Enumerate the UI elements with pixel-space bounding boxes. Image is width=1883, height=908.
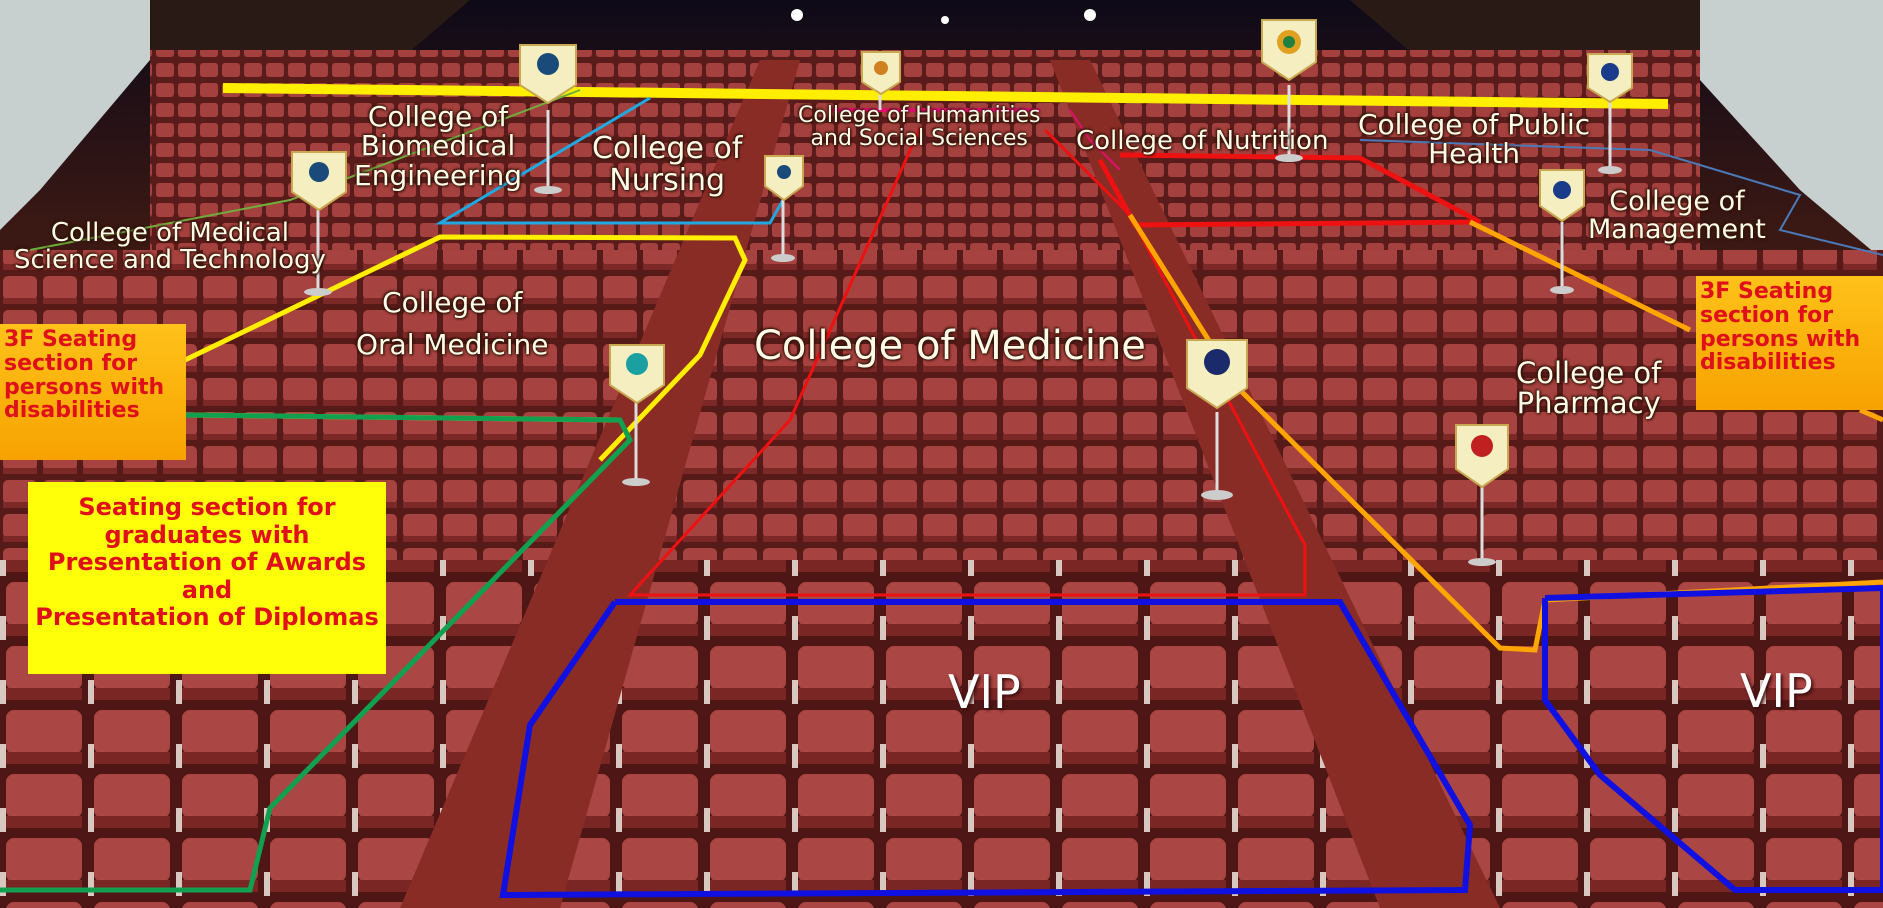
box-line: 3F Seating	[1700, 279, 1834, 304]
oral-medicine-outline	[183, 234, 748, 462]
label-line: College of Medical	[50, 218, 290, 248]
pharmacy-outline-top	[1468, 219, 1692, 333]
flag-medical-science	[291, 151, 347, 296]
flag-nutrition	[1261, 19, 1317, 162]
flag-oral-medicine	[609, 344, 665, 486]
label-management: College of Management	[1588, 186, 1766, 246]
flag-management	[1539, 169, 1585, 294]
right-wall	[1700, 0, 1883, 260]
medical-science-outline	[29, 89, 581, 251]
flag-nursing	[764, 155, 804, 262]
label-line: and Social Sciences	[810, 126, 1028, 152]
box-line: persons with	[4, 374, 165, 400]
graduates-seating-box: Seating section for graduates with Prese…	[28, 482, 386, 674]
label-line: College of Humanities	[798, 103, 1041, 128]
disability-seating-right: 3F Seating section for persons with disa…	[1696, 276, 1883, 410]
ceiling-light	[941, 16, 949, 24]
yellow-top-line	[222, 83, 1669, 109]
box-line: graduates with	[104, 520, 310, 549]
label-line: Management	[1588, 214, 1766, 246]
pharmacy-outline-left	[1127, 213, 1548, 653]
box-line: Presentation of Diplomas	[35, 603, 379, 632]
flag-medicine	[1186, 339, 1248, 500]
label-line: Nursing	[609, 162, 726, 198]
box-line: 3F Seating	[4, 327, 138, 352]
vip-right-outline	[1542, 584, 1883, 893]
label-oral-medicine: College of Oral Medicine	[356, 282, 548, 366]
label-biomedical-engineering: College of Biomedical Engineering	[354, 100, 522, 192]
label-line: College of Public	[1358, 108, 1591, 141]
label-line: College of Nutrition	[1076, 126, 1329, 156]
label-line: College of	[367, 100, 509, 133]
label-public-health: College of Public Health	[1358, 110, 1590, 169]
label-line: College of Medicine	[754, 323, 1146, 369]
label-nursing: College of Nursing	[592, 133, 742, 196]
vip-right-label: VIP	[1740, 664, 1813, 718]
vip-center-label: VIP	[948, 665, 1021, 719]
label-line: College of	[1516, 356, 1662, 390]
pharmacy-outline-right	[1859, 407, 1883, 423]
nutrition-outline-a	[1069, 109, 1121, 171]
box-line: section for	[1700, 302, 1834, 328]
left-wall	[0, 0, 150, 230]
vip-center-outline	[499, 599, 1474, 899]
label-line: Oral Medicine	[356, 328, 549, 361]
left-aisle	[400, 60, 800, 908]
box-line: persons with	[1700, 326, 1861, 352]
label-humanities: College of Humanities and Social Science…	[798, 104, 1040, 150]
label-line: Science and Technology	[14, 245, 326, 276]
label-line: Biomedical	[360, 129, 516, 163]
right-aisle	[1050, 60, 1500, 908]
flag-biomedical	[519, 44, 577, 194]
flag-public-health	[1587, 53, 1633, 174]
box-line: Presentation of Awards	[47, 548, 367, 577]
label-line: College of	[1609, 186, 1745, 217]
label-line: Pharmacy	[1516, 386, 1661, 421]
box-line: and	[181, 575, 233, 604]
box-line: disabilities	[4, 398, 140, 424]
box-line: disabilities	[1700, 350, 1836, 376]
box-line: section for	[4, 350, 138, 376]
label-medical-science: College of Medical Science and Technolog…	[14, 218, 326, 276]
disability-seating-left: 3F Seating section for persons with disa…	[0, 324, 186, 460]
balcony-left	[150, 0, 470, 60]
box-line: Seating section for	[78, 493, 336, 521]
label-medicine: College of Medicine	[754, 325, 1146, 367]
label-line: College of	[592, 131, 743, 166]
ceiling-light	[1084, 9, 1096, 21]
label-line: Engineering	[354, 158, 522, 192]
label-nutrition: College of Nutrition	[1076, 126, 1329, 156]
flag-pharmacy	[1455, 424, 1509, 566]
flag-humanities	[861, 51, 901, 110]
management-outline	[1359, 139, 1883, 256]
label-line: College of	[382, 286, 523, 319]
label-line: Health	[1428, 137, 1521, 171]
label-pharmacy: College of Pharmacy	[1516, 358, 1661, 419]
ceiling-light	[791, 9, 803, 21]
